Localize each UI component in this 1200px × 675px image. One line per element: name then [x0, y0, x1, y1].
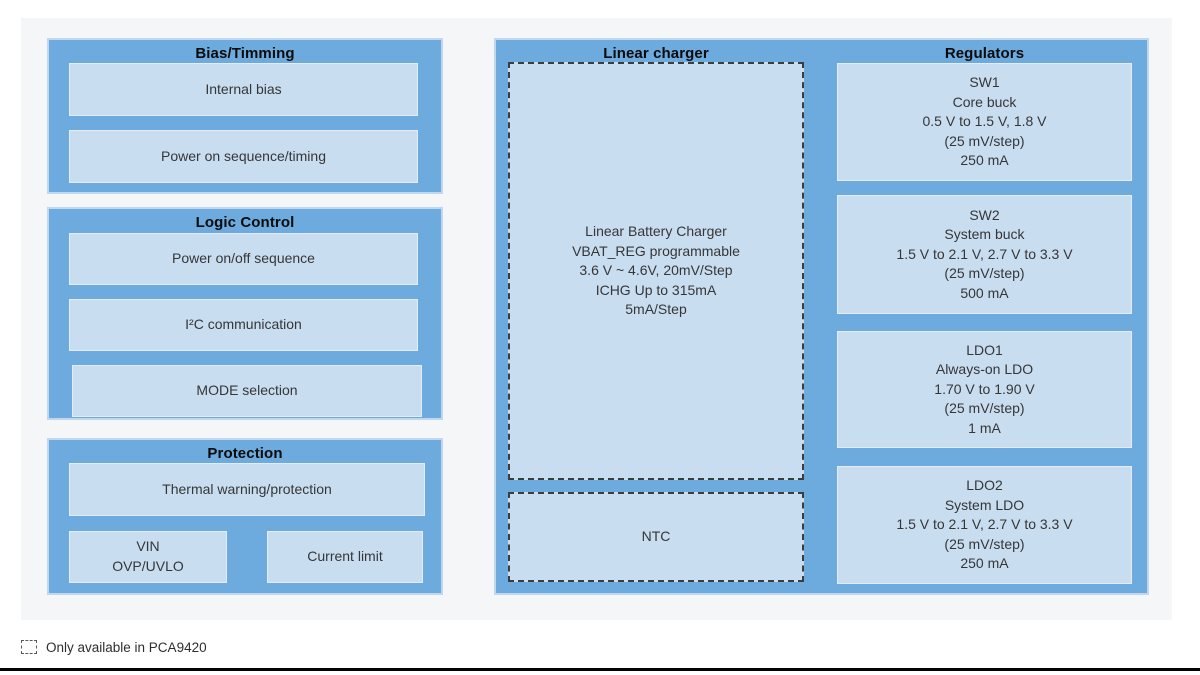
ldo1-always-on-block: LDO1 Always-on LDO 1.70 V to 1.90 V (25 … — [837, 331, 1132, 448]
vin-ovp-uvlo-block: VIN OVP/UVLO — [69, 531, 227, 583]
legend-label: Only available in PCA9420 — [46, 639, 207, 655]
bottom-divider — [0, 668, 1200, 671]
ntc-block: NTC — [508, 492, 804, 582]
bias-timing-panel: Bias/Timming Internal bias Power on sequ… — [47, 38, 443, 194]
sw1-core-buck-block: SW1 Core buck 0.5 V to 1.5 V, 1.8 V (25 … — [837, 63, 1132, 181]
logic-control-title: Logic Control — [195, 214, 295, 231]
bias-timing-title: Bias/Timming — [195, 45, 295, 62]
logic-control-panel: Logic Control Power on/off sequence I²C … — [47, 207, 443, 420]
protection-panel: Protection Thermal warning/protection VI… — [47, 438, 443, 595]
ldo2-system-ldo-block: LDO2 System LDO 1.5 V to 2.1 V, 2.7 V to… — [837, 466, 1132, 584]
mode-selection-block: MODE selection — [72, 365, 422, 417]
power-onoff-sequence-block: Power on/off sequence — [69, 233, 418, 285]
current-limit-block: Current limit — [267, 531, 423, 583]
linear-battery-charger-block: Linear Battery Charger VBAT_REG programm… — [508, 62, 804, 480]
internal-bias-block: Internal bias — [69, 63, 418, 116]
protection-title: Protection — [207, 445, 283, 462]
dashed-box-legend-icon — [21, 640, 37, 654]
legend: Only available in PCA9420 — [21, 638, 207, 656]
power-on-sequence-timing-block: Power on sequence/timing — [69, 130, 418, 183]
sw2-system-buck-block: SW2 System buck 1.5 V to 2.1 V, 2.7 V to… — [837, 195, 1132, 314]
charger-regulators-panel: Linear charger Regulators Linear Battery… — [494, 38, 1149, 595]
linear-charger-title: Linear charger — [603, 45, 709, 62]
i2c-communication-block: I²C communication — [69, 299, 418, 351]
regulators-title: Regulators — [944, 45, 1025, 62]
thermal-warning-protection-block: Thermal warning/protection — [69, 463, 425, 516]
